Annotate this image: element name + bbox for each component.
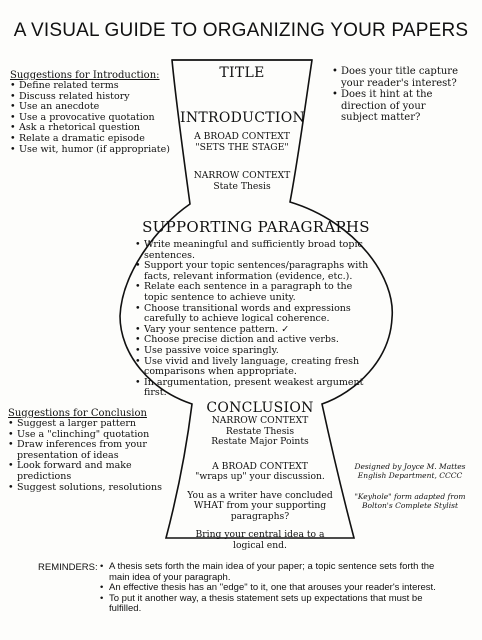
credit-department: English Department, CCCC — [357, 471, 463, 480]
title-questions: Does your title capture your reader's in… — [332, 66, 462, 124]
list-item: Use wit, humor (if appropriate) — [10, 144, 175, 156]
introduction-heading: INTRODUCTION — [180, 110, 306, 126]
conc-broad-context: A BROAD CONTEXT — [212, 460, 308, 472]
reminders-list: A thesis sets forth the main idea of you… — [100, 561, 440, 615]
conclusion-suggestions: Suggestions for Conclusion Suggest a lar… — [8, 408, 168, 493]
credit-designer: Designed by Joyce M. Mattes — [354, 462, 466, 471]
list-item: Write meaningful and sufficiently broad … — [135, 239, 375, 261]
list-item: Does it hint at the direction of your su… — [332, 89, 462, 124]
list-item: An effective thesis has an "edge" to it,… — [100, 583, 440, 594]
list-item: Support your topic sentences/paragraphs … — [135, 260, 375, 282]
list-item: Choose precise diction and active verbs. — [135, 335, 375, 346]
title-label: TITLE — [219, 65, 265, 81]
list-item: Define related terms — [10, 80, 175, 92]
conc-wraps-up: "wraps up" your discussion. — [195, 471, 325, 482]
conc-question: You as a writer have concluded WHAT from… — [187, 489, 333, 522]
intro-state-thesis: State Thesis — [213, 180, 271, 192]
conc-restate-thesis: Restate Thesis — [225, 425, 295, 437]
conc-bring: Bring your central idea to a logical end… — [195, 529, 325, 551]
reminders-section: A thesis sets forth the main idea of you… — [100, 561, 440, 615]
intro-suggestions: Suggestions for Introduction: Define rel… — [10, 70, 175, 155]
list-item: Discuss related history — [10, 91, 175, 103]
list-item: To put it another way, a thesis statemen… — [100, 593, 440, 615]
supporting-heading: SUPPORTING PARAGRAPHS — [142, 218, 370, 236]
list-item: Suggest solutions, resolutions — [8, 482, 168, 494]
conc-narrow-context: NARROW CONTEXT — [211, 415, 309, 426]
intro-suggestions-heading: Suggestions for Introduction: — [10, 70, 160, 81]
reminders-label: REMINDERS: — [38, 562, 98, 573]
list-item: Relate each sentence in a paragraph to t… — [135, 282, 375, 303]
page-title: A VISUAL GUIDE TO ORGANIZING YOUR PAPERS — [13, 20, 469, 41]
conclusion-heading: CONCLUSION — [206, 400, 314, 416]
credits: Designed by Joyce M. Mattes English Depa… — [352, 462, 468, 510]
list-item: Choose transitional words and expression… — [135, 303, 375, 325]
intro-broad-context: A BROAD CONTEXT — [194, 131, 290, 142]
credit-keyhole-note: "Keyhole" form adapted from Bolton's Com… — [354, 492, 466, 510]
list-item: Ask a rhetorical question — [10, 123, 175, 134]
conclusion-suggestions-heading: Suggestions for Conclusion — [8, 408, 147, 419]
list-item: In argumentation, present weakest argume… — [135, 377, 375, 399]
intro-narrow-context: NARROW CONTEXT — [193, 170, 291, 181]
list-item: A thesis sets forth the main idea of you… — [100, 561, 440, 583]
conclusion-section: CONCLUSION NARROW CONTEXT Restate Thesis… — [185, 400, 335, 551]
introduction-section: INTRODUCTION A BROAD CONTEXT "SETS THE S… — [180, 110, 306, 192]
intro-suggestions-list: Define related terms Discuss related his… — [10, 80, 175, 156]
title-questions-list: Does your title capture your reader's in… — [332, 66, 462, 124]
conc-restate-points: Restate Major Points — [211, 436, 309, 447]
intro-sets-stage: "SETS THE STAGE" — [195, 141, 289, 153]
list-item: Vary your sentence pattern. ✓ — [135, 323, 375, 336]
list-item: Use an anecdote — [10, 102, 175, 113]
list-item: Use a "clinching" quotation — [8, 429, 168, 441]
list-item: Use passive voice sparingly. — [135, 345, 375, 357]
list-item: Use a provocative quotation — [10, 112, 175, 124]
conclusion-suggestions-list: Suggest a larger pattern Use a "clinchin… — [8, 418, 168, 494]
list-item-text: Vary your sentence pattern. — [144, 323, 279, 335]
list-item: Draw inferences from your presentation o… — [8, 439, 168, 461]
list-item: Suggest a larger pattern — [8, 418, 168, 430]
supporting-list: Write meaningful and sufficiently broad … — [135, 239, 375, 399]
list-item: Look forward and make predictions — [8, 461, 168, 482]
list-item: Does your title capture your reader's in… — [332, 66, 462, 89]
list-item: Relate a dramatic episode — [10, 133, 175, 145]
checkmark-icon: ✓ — [281, 323, 290, 335]
list-item: Use vivid and lively language, creating … — [135, 356, 375, 378]
supporting-section: Write meaningful and sufficiently broad … — [135, 239, 375, 399]
keyhole-path — [119, 59, 393, 539]
